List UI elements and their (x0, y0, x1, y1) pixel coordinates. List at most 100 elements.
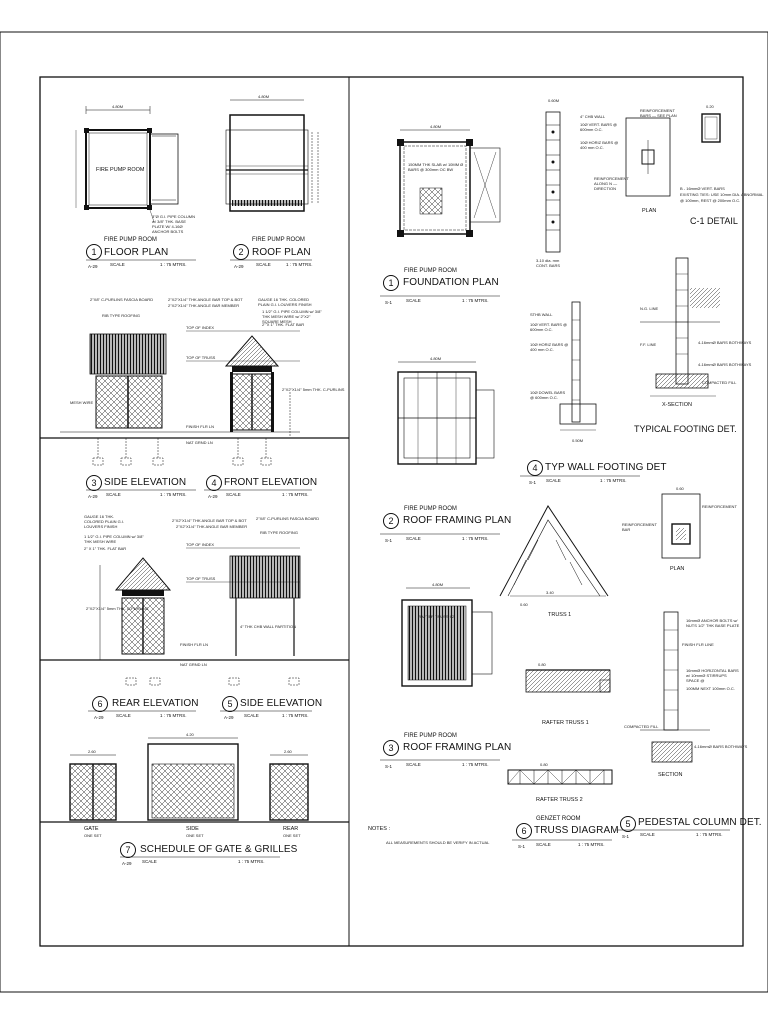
pedestal-note-5: COMPACTED FILL (624, 724, 659, 729)
foundation-dim: 4.80M (430, 124, 442, 129)
roof-plan-caption: FIRE PUMP ROOM (252, 237, 305, 243)
schedule-gate-dim: 2.60 (88, 749, 96, 754)
rafter-truss-1-drawing (525, 669, 611, 693)
roof-framing-3-dim: 4.80M (432, 582, 444, 587)
rear-elev-note-4: 2"X2"X1/4" 5mm THK. C-PURLINS (86, 606, 149, 611)
pedestal-plan-drawing (661, 493, 701, 559)
side-elev-3-top-truss: TOP OF TRUSS (186, 355, 216, 360)
wall-footing-note-1: 4" CHB WALL (580, 114, 606, 119)
roof-framing-3-rafter: RAFTER TRUSS 02 (418, 614, 455, 619)
c1-note-4: EXISTING TIES: USE 10mm DIA. ABNORMAL (680, 192, 764, 197)
side-elev-3-note-5: MESH WIRE (70, 400, 94, 405)
typ-footing-note-5: COMPACTED FILL (702, 380, 737, 385)
roof-framing-2-scale-label: SCALE (406, 536, 421, 541)
schedule-side-label: SIDE (186, 826, 199, 832)
roof-plan-scale: 1 : 75 MTRS. (286, 262, 313, 267)
side-elev-3-top-index: TOP OF INDEX (186, 325, 215, 330)
side-elev-5-note-5: 4" THK CHB WALL PARTITION (240, 624, 297, 629)
schedule-scale-label: SCALE (142, 859, 157, 864)
front-elev-scale: 1 : 75 MTRS. (282, 492, 309, 497)
foundation-note: 150MM THK SLAB w/ 10MM Ø BARS @ 300mm OC… (408, 162, 464, 172)
outer-frame (0, 31, 768, 993)
side-elev-5-scale-label: SCALE (244, 713, 259, 718)
truss-1-label: TRUSS 1 (548, 612, 572, 618)
foundation-caption: FIRE PUMP ROOM (404, 268, 457, 274)
foundation-title: FOUNDATION PLAN (403, 277, 499, 288)
rear-elev-nat-grade: NAT GRND LN (180, 662, 207, 667)
roof-framing-3-sheet: S-1 (385, 764, 393, 769)
pedestal-note-2: FINISH FLR LINE (682, 642, 714, 647)
roof-plan-drawing (225, 99, 319, 212)
roof-plan-title: ROOF PLAN (252, 247, 311, 258)
side-elev-5-note-2: 2"X2"X1/4" THK ANGLE BAR MEMBER (176, 524, 248, 529)
wall-footing-scale-label: SCALE (546, 478, 561, 483)
typ-footing-note-3: 4-16mmØ BARS BOTHWAYS (698, 340, 752, 345)
wall-footing-note-3: 10Ø HORIZ BARS @ 400 mm O.C. (580, 140, 619, 150)
floor-plan-scale-label: SCALE (110, 262, 125, 267)
notes-heading: NOTES : (368, 826, 391, 832)
c1-plan-label: PLAN (642, 208, 657, 214)
schedule-number: 7 (120, 842, 136, 858)
pedestal-plan-label: PLAN (670, 566, 685, 572)
side-elev-3-note-2: RIB TYPE ROOFING (102, 313, 140, 318)
rear-elev-number: 6 (92, 696, 108, 712)
schedule-gate-label: GATE (84, 826, 99, 832)
truss-diagram-scale: 1 : 75 MTRS. (578, 842, 605, 847)
rear-elev-note-3: 2" X 1" THK. FLAT BAR (84, 546, 127, 551)
pedestal-section-label: SECTION (658, 772, 683, 778)
rafter-2-dim: 0.80 (540, 762, 548, 767)
rear-elev-note-2: 1 1/2" G.I. PIPE COLUMN w/ 3/8" THK MESH… (84, 534, 144, 544)
truss-1-drawing (499, 505, 609, 597)
floor-plan-dim: 4.80M (112, 104, 124, 109)
wall-footing-title: TYP WALL FOOTING DET (545, 462, 667, 473)
typ-footing-note-4: 4-16mmØ BARS BOTHWAYS (698, 362, 752, 367)
roof-plan-number: 2 (233, 244, 249, 260)
front-elevation-drawing (224, 335, 291, 466)
pedestal-scale-label: SCALE (640, 832, 655, 837)
rafter-2-label: RAFTER TRUSS 2 (536, 797, 583, 803)
rear-elev-finish: FINISH FLR LN (180, 642, 209, 647)
roof-framing-3-title: ROOF FRAMING PLAN (403, 742, 512, 753)
front-elev-title: FRONT ELEVATION (224, 477, 318, 488)
foundation-plan-drawing (397, 129, 501, 237)
right-title-underlines (380, 295, 730, 841)
front-elev-note-3: 2" X 1" THK. FLAT BAR (262, 322, 305, 327)
roof-plan-scale-label: SCALE (256, 262, 271, 267)
floor-plan-number: 1 (86, 244, 102, 260)
side-elev-3-scale: 1 : 75 MTRS. (160, 492, 187, 497)
drawing-border (39, 76, 744, 947)
pedestal-note-6: 4-16mmØ BARS BOTHWAYS (694, 744, 748, 749)
wall-footing-2-note-1: STHB WALL (530, 312, 553, 317)
roof-framing-plan-3-drawing (401, 587, 493, 687)
typ-footing-title: TYPICAL FOOTING DET. (634, 424, 737, 434)
rear-elev-sheet: A-29 (94, 715, 104, 720)
left-title-underlines (86, 259, 312, 858)
side-elev-3-note-3: 2"X2"X1/4" THK ANGLE BAR TOP & BOT (168, 297, 243, 302)
floor-plan-note: 3"Ø G.I. PIPE COLUMN w/ 3/8" THK. BASE P… (152, 214, 195, 234)
schedule-rear-sub: ONE SET (283, 833, 301, 838)
roof-framing-plan-2-drawing (397, 361, 495, 465)
schedule-rear-label: REAR (283, 826, 299, 832)
rear-elev-top-index: TOP OF INDEX (186, 542, 215, 547)
pedestal-number: 5 (620, 816, 636, 832)
wall-footing-lower-drawing (559, 301, 597, 431)
side-elev-3-finish: FINISH FLR LN (186, 424, 215, 429)
foundation-sheet: S-1 (385, 300, 393, 305)
side-elevation-5-drawing (228, 555, 301, 686)
wall-footing-dim-top: 0.60M (548, 98, 560, 103)
truss-1-dim: 3.40 (546, 590, 554, 595)
notes-text: ALL MEASUREMENTS SHOULD BE VERIFY IN ACT… (386, 840, 490, 845)
pedestal-note-1: 16mmØ ANCHOR BOLTS w/ NUTS 1/2" THK BASE… (686, 618, 740, 628)
roof-plan-sheet: A-29 (234, 264, 244, 269)
side-elev-5-note-3: 2"X8" C-PURLINS FASCIA BOARD (256, 516, 320, 521)
roof-framing-2-caption: FIRE PUMP ROOM (404, 506, 457, 512)
truss-diagram-sheet: S-1 (518, 844, 526, 849)
front-elev-note-2: 1 1/2" G.I. PIPE COLUMN w/ 3/8" THK MESH… (262, 309, 322, 324)
truss-1-side-dim: 0.60 (520, 602, 528, 607)
side-elev-5-note-1: 2"X2"X1/4" THK ANGLE BAR TOP & BOT (172, 518, 247, 523)
side-elev-5-title: SIDE ELEVATION (240, 698, 323, 709)
wall-footing-top-drawing (545, 111, 561, 253)
schedule-title: SCHEDULE OF GATE & GRILLES (140, 844, 298, 855)
c1-note-5: @ 100mm, REST @ 200mm O.C. (680, 198, 741, 203)
rafter-1-label: RAFTER TRUSS 1 (542, 720, 589, 726)
